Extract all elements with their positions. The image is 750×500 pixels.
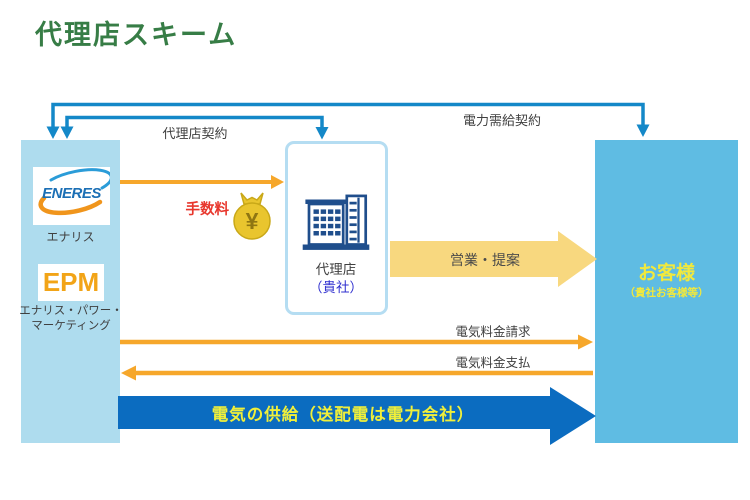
eneres-logo-text: ENERES — [42, 185, 101, 202]
agency-box: 代理店 （貴社） — [285, 141, 388, 315]
agency-name: 代理店 — [315, 262, 357, 277]
epm-logo: EPM — [38, 264, 104, 301]
building-icon — [302, 194, 370, 250]
eneres-logo: ENERES — [33, 167, 110, 225]
epm-label-line2: マーケティング — [31, 320, 111, 332]
payment-label: 電気料金支払 — [455, 356, 531, 370]
epm-label: エナリス・パワー・ マーケティング — [9, 304, 133, 334]
electricity-supply-label: 電気の供給（送配電は電力会社） — [211, 406, 475, 424]
customer-name: お客様 — [637, 263, 695, 284]
agency-subname: （貴社） — [309, 280, 363, 295]
customer-subname: （貴社お客様等） — [624, 287, 709, 299]
epm-logo-text: EPM — [42, 267, 100, 297]
billing-label: 電気料金請求 — [455, 325, 531, 339]
money-bag-icon: ¥ — [233, 192, 271, 240]
sales-proposal-label: 営業・提案 — [450, 252, 520, 268]
eneres-swoosh-icon — [38, 168, 110, 216]
page-title: 代理店スキーム — [35, 20, 238, 50]
commission-label: 手数料 — [185, 202, 230, 218]
eneres-label: エナリス — [46, 230, 95, 244]
yen-symbol: ¥ — [246, 208, 259, 234]
eneres-epm-box: ENERES エナリス EPM エナリス・パワー・ マーケティング — [19, 140, 123, 443]
power-contract-label: 電力需給契約 — [462, 113, 541, 128]
epm-label-line1: エナリス・パワー・ — [19, 305, 123, 317]
commission-arrow — [120, 175, 284, 189]
customer-box: お客様 （貴社お客様等） — [595, 140, 738, 443]
agency-contract-label: 代理店契約 — [162, 126, 228, 141]
